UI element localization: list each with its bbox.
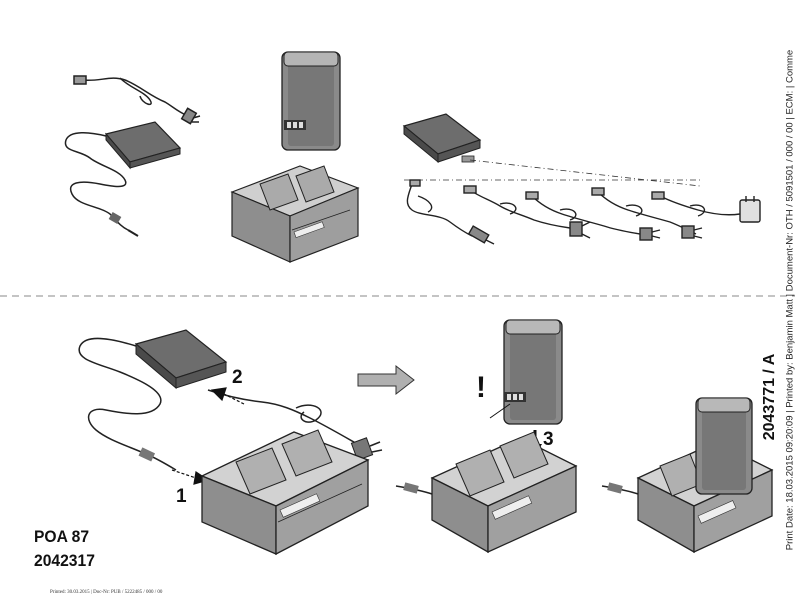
charging-station-icon xyxy=(230,165,360,263)
right-arrow-icon xyxy=(357,364,415,396)
charging-station-icon xyxy=(395,431,578,554)
print-info-sidebar: Print Date: 18.03.2015 09:20:09 | Printe… xyxy=(784,49,796,551)
part-number: 2042317 xyxy=(34,551,95,570)
warning-mark: ! xyxy=(476,371,486,404)
model-name: POA 87 xyxy=(34,527,90,546)
print-footer: Printed: 30.03.2015 | Doc-Nr: PUB / 5222… xyxy=(50,590,163,595)
car-adapter-cord-icon xyxy=(406,179,495,245)
charging-station-icon xyxy=(200,429,370,556)
battery-pack-icon xyxy=(281,51,341,151)
step-3-label: 3 xyxy=(543,429,554,450)
document-number: 2043771 / A xyxy=(761,353,778,441)
connection-guide-lines xyxy=(404,159,701,187)
au-power-cord-icon xyxy=(463,185,591,239)
power-adapter-icon xyxy=(78,329,383,471)
eu-power-cord-icon xyxy=(525,191,661,241)
step-1-label: 1 xyxy=(176,486,187,507)
arrow-icon xyxy=(171,387,245,485)
battery-pack-icon xyxy=(695,397,753,495)
step-2-label: 2 xyxy=(232,367,243,388)
power-adapter-icon xyxy=(402,113,482,164)
uk-power-cord-icon xyxy=(651,191,761,223)
ch-power-cord-icon xyxy=(591,187,703,239)
battery-pack-icon xyxy=(503,319,563,425)
euro-power-cord-icon xyxy=(73,75,201,125)
power-adapter-icon xyxy=(64,121,182,237)
